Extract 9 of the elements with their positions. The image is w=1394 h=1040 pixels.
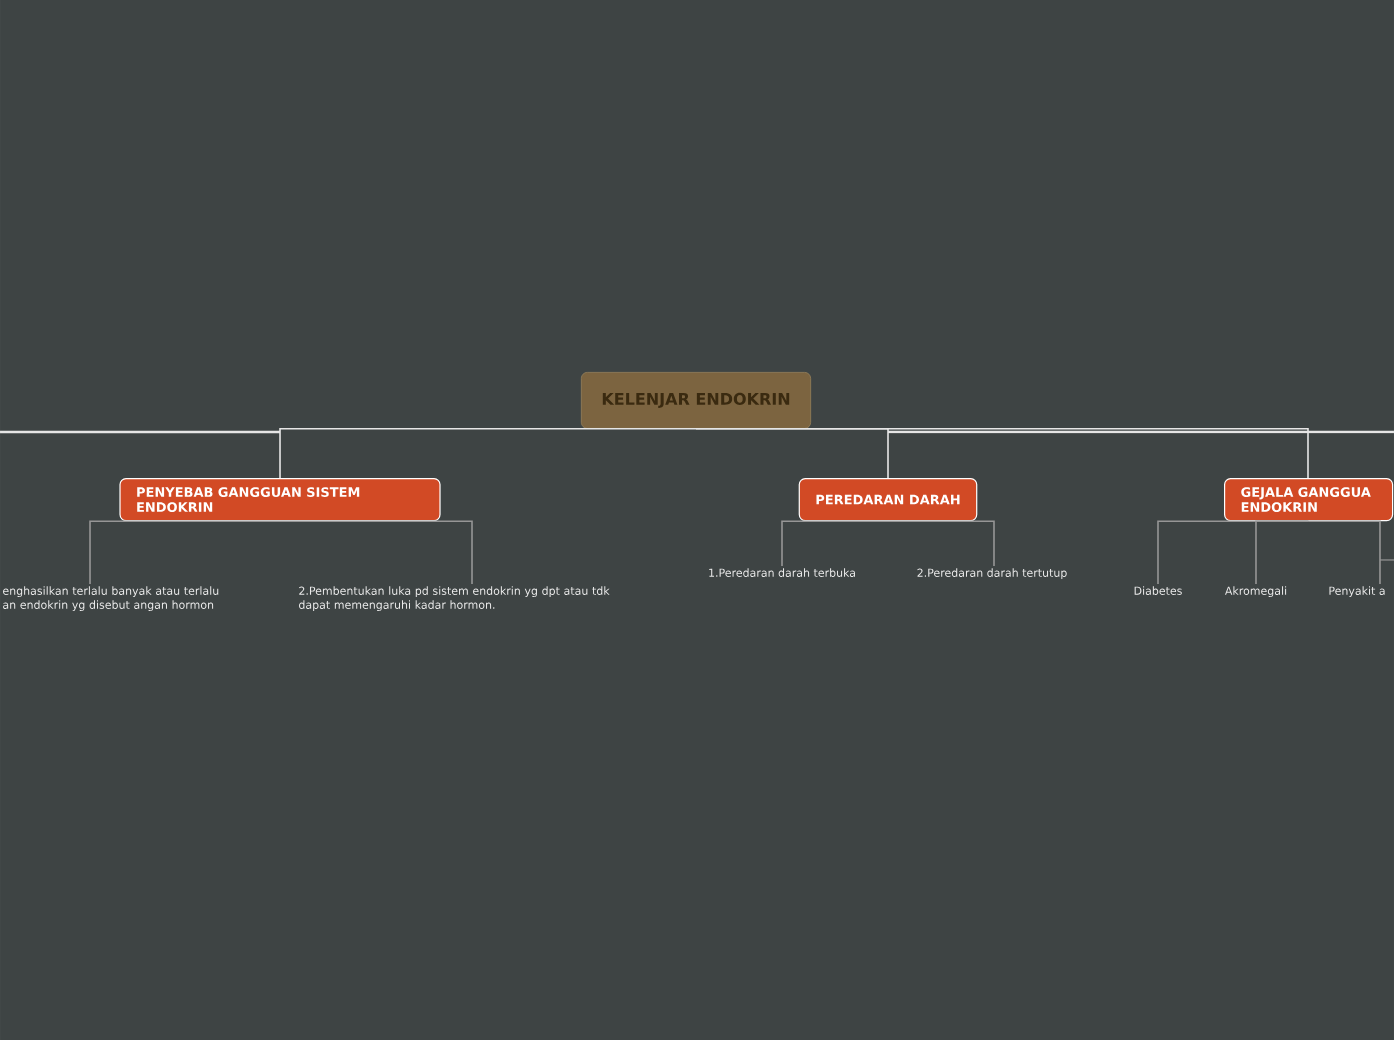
connector-line	[279, 520, 473, 585]
connector-line	[695, 427, 1309, 479]
connector-line	[89, 520, 281, 585]
connector-line	[1255, 520, 1310, 585]
connector-line	[781, 520, 889, 567]
connector-line	[1307, 520, 1381, 585]
title-box: KELENJAR ENDOKRIN	[580, 372, 812, 429]
connector-line	[887, 520, 995, 567]
connector-line	[279, 427, 697, 479]
